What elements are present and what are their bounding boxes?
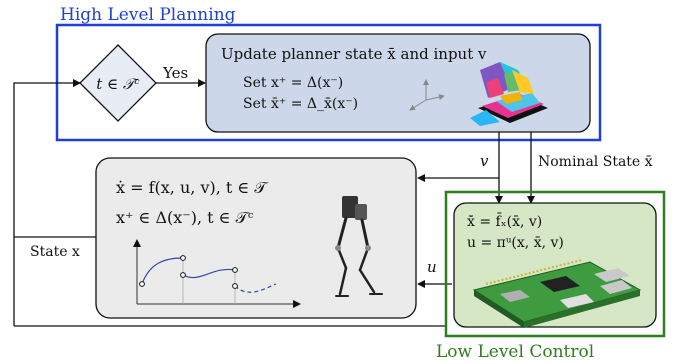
v-signal-label: v [480,152,489,170]
terrain-map-icon [470,62,548,126]
decision-label: t ∈ 𝒯ᶜ [96,75,139,93]
hybrid-trajectory-plot [133,239,301,308]
planner-set-line-2: Set x̄⁺ = Δ_x̄(x⁻) [243,96,358,112]
feedback-loop-line [13,79,81,326]
low-level-border [444,190,666,338]
raspberry-pi-board-icon [472,259,642,328]
low-level-control-group: Low Level Control x̄̇ = f̄ₓ(x̄, v) u = π… [436,190,666,362]
planner-set-line-1: Set x⁺ = Δ(x⁻) [243,75,343,91]
dynamics-equation-2: x⁺ ∈ Δ(x⁻), t ∈ 𝒯ᶜ [116,208,254,227]
dynamics-box [95,157,417,319]
controller-equation-1: x̄̇ = f̄ₓ(x̄, v) [467,212,542,230]
decision-diamond [79,44,157,122]
controller-equation-2: u = πᵘ(x, x̄, v) [467,235,564,251]
planner-update-title: Update planner state x̄ and input v [221,45,487,63]
state-x-label: State x [30,244,80,260]
high-level-title: High Level Planning [60,5,236,25]
nominal-state-label: Nominal State x̄ [538,154,653,170]
dynamics-equation-1: ẋ = f(x, u, v), t ∈ 𝒯 [116,178,269,197]
high-level-planning-group: High Level Planning t ∈ 𝒯ᶜ Yes Update pl… [55,5,602,142]
dynamics-group: ẋ = f(x, u, v), t ∈ 𝒯 x⁺ ∈ Δ(x⁻), t ∈ 𝒯ᶜ [95,157,417,319]
yes-label: Yes [162,64,188,82]
u-signal-label: u [427,258,437,276]
bipedal-robot-icon [335,196,383,297]
low-level-title: Low Level Control [436,342,594,362]
coordinate-axes-icon [409,79,445,111]
